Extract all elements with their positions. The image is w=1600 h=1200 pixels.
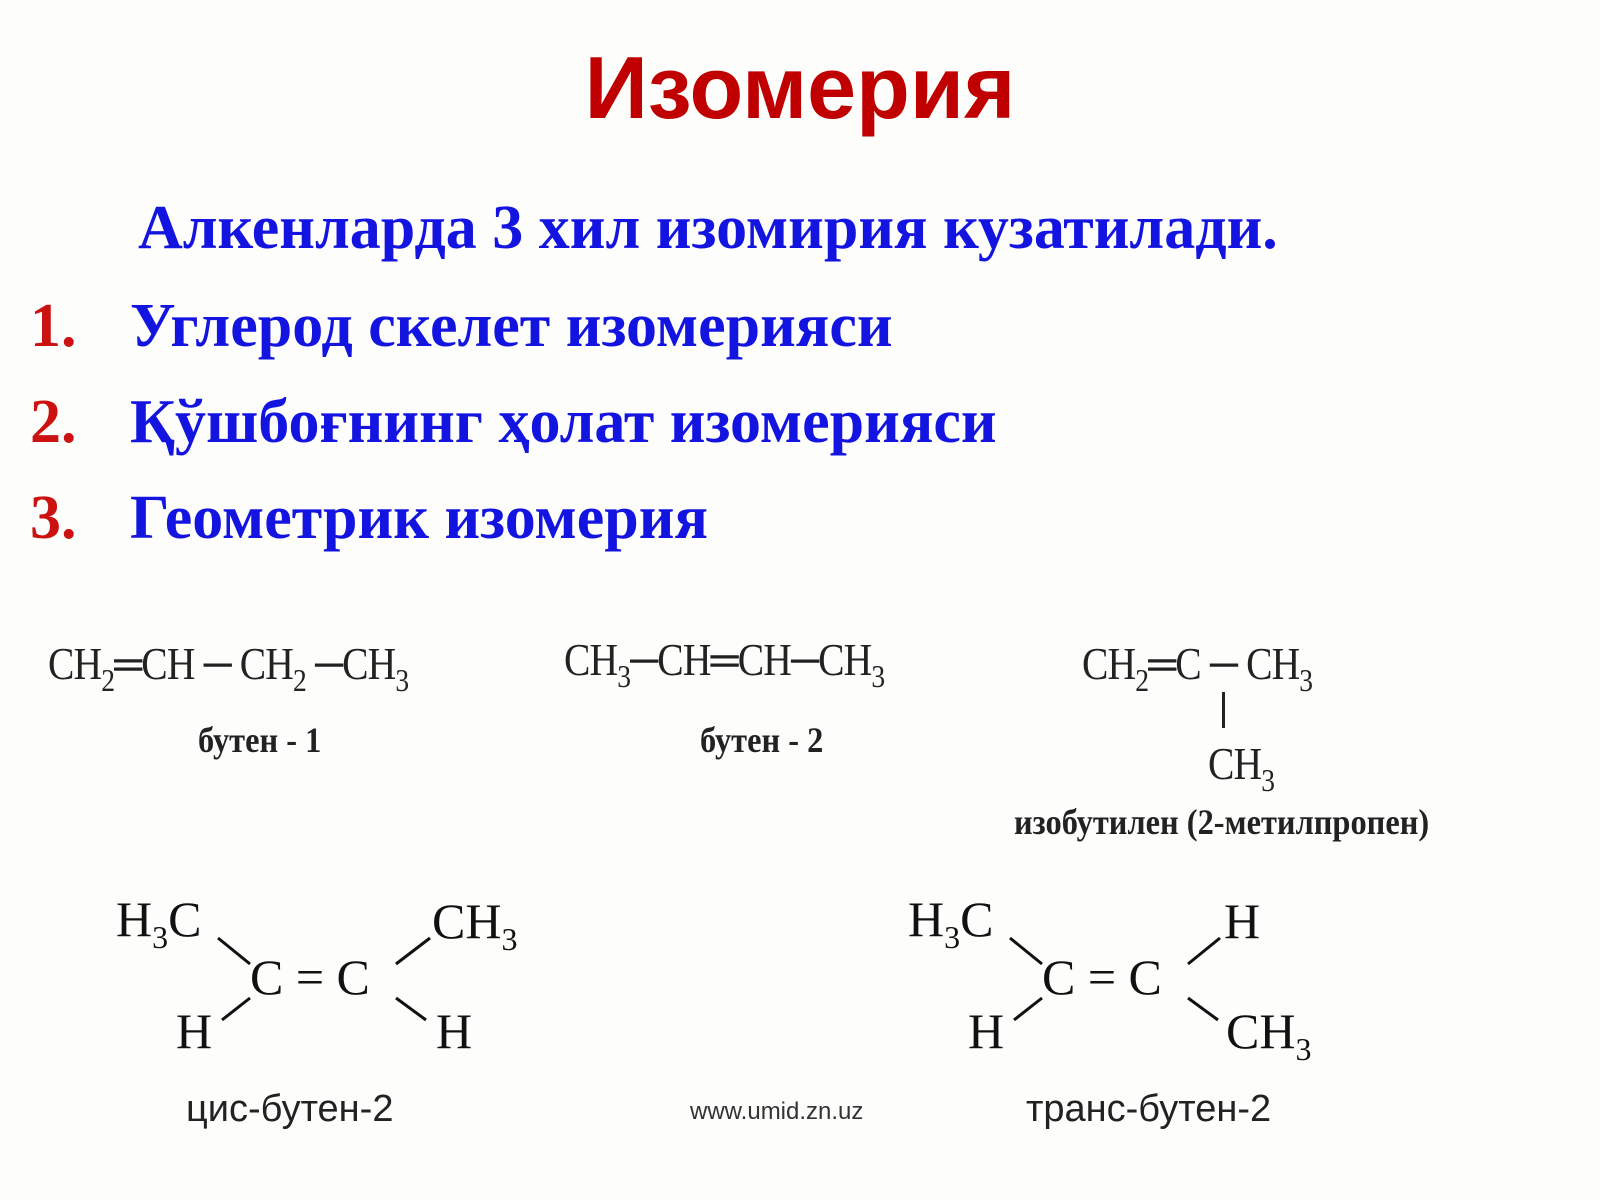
- cis-butene-2-structure: H3C CH3 C = C H H: [116, 891, 517, 1059]
- trans-caption: транс-бутен-2: [1026, 1088, 1272, 1130]
- trans-bond-br: [1187, 996, 1219, 1022]
- cis-center: C = C: [250, 949, 370, 1005]
- slide-subtitle: Алкенларда 3 хил изомирия кузатилади.: [138, 194, 1278, 262]
- trans-butene-2-structure: H3C H C = C H CH3: [908, 891, 1311, 1067]
- cis-bond-bl: [221, 996, 251, 1022]
- trans-center: C = C: [1042, 949, 1162, 1005]
- watermark: www.umid.zn.uz: [690, 1098, 864, 1125]
- cis-bond-tl: [217, 936, 251, 966]
- cis-tr-group: CH3: [432, 893, 517, 957]
- slide-title: Изомерия: [584, 38, 1016, 137]
- trans-tr-atom: H: [1224, 893, 1260, 949]
- isobutylene-branch: CH3: [1208, 738, 1275, 798]
- cis-bond-tr: [395, 936, 431, 966]
- list-text: Геометрик изомерия: [130, 484, 709, 552]
- list-number: 3.: [30, 484, 77, 552]
- butene-1-caption: бутен - 1: [198, 720, 322, 760]
- trans-bond-tr: [1187, 936, 1221, 966]
- list-text: Углерод скелет изомерияси: [130, 292, 893, 360]
- isobutylene-formula: CH2═C ─ CH3: [1082, 638, 1313, 698]
- list-number: 1.: [30, 292, 77, 360]
- cis-bond-br: [395, 996, 427, 1022]
- cis-br-atom: H: [436, 1003, 472, 1059]
- cis-caption: цис-бутен-2: [186, 1088, 394, 1130]
- trans-br-group: CH3: [1226, 1003, 1311, 1067]
- butene-2-caption: бутен - 2: [700, 720, 824, 760]
- trans-tl-group: H3C: [908, 891, 993, 955]
- list-text: Қўшбоғнинг ҳолат изомерияси: [130, 388, 997, 456]
- trans-bl-atom: H: [968, 1003, 1004, 1059]
- cis-bl-atom: H: [176, 1003, 212, 1059]
- trans-bond-bl: [1013, 996, 1043, 1022]
- butene-1-formula: CH2═CH ─ CH2 ─CH3: [48, 638, 409, 698]
- butene-2-formula: CH3─CH═CH─CH3: [564, 634, 885, 694]
- cis-tl-group: H3C: [116, 891, 201, 955]
- isobutylene-branch-bond: [1222, 692, 1225, 728]
- trans-bond-tl: [1009, 936, 1043, 966]
- list-number: 2.: [30, 388, 77, 456]
- isobutylene-caption: изобутилен (2-метилпропен): [1014, 802, 1430, 842]
